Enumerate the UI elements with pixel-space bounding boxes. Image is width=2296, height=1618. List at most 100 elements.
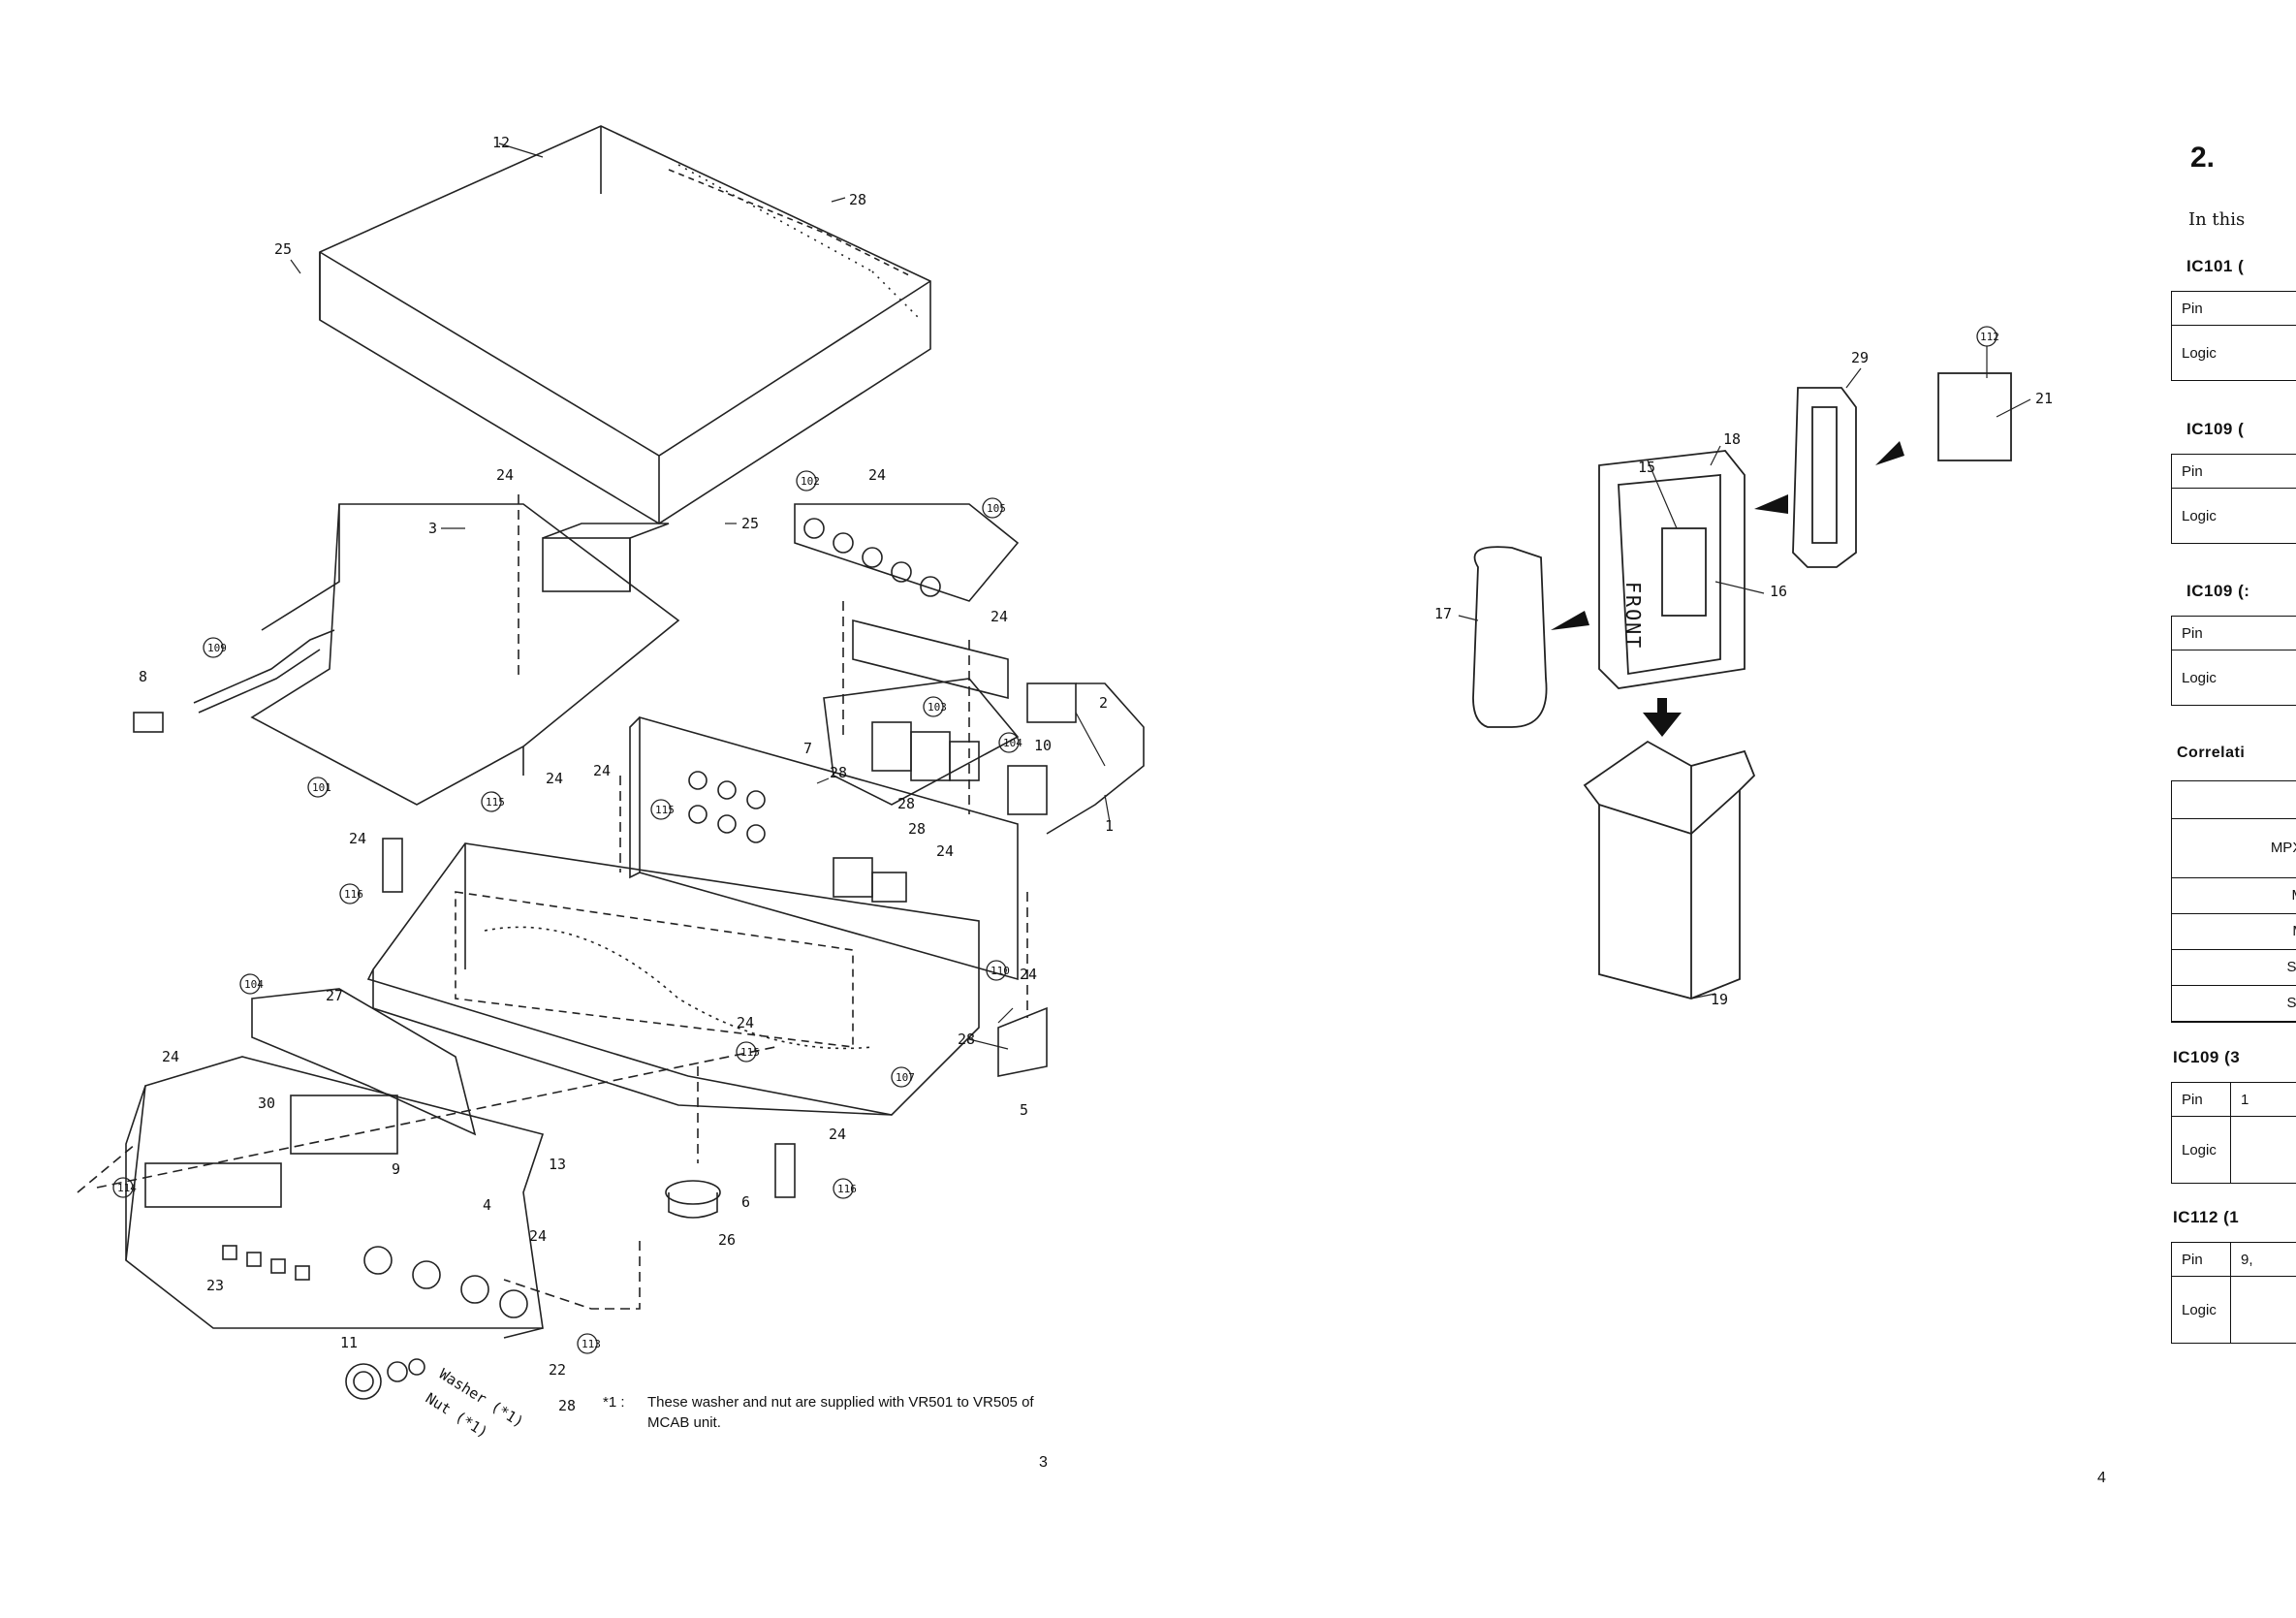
pin-label: Pin <box>2171 291 2296 326</box>
label-13: 13 <box>549 1156 566 1173</box>
label-24: 24 <box>936 842 954 860</box>
label-115: 115 <box>486 796 505 809</box>
ic109-heading-2: IC109 (: <box>2186 582 2250 600</box>
label-28: 28 <box>897 795 915 812</box>
logic-label: Logic <box>2171 488 2296 544</box>
page-number-right: 4 <box>2097 1470 2106 1486</box>
label-24: 24 <box>829 1126 846 1143</box>
logic-label: Logic <box>2171 325 2296 381</box>
label-109: 109 <box>207 642 227 654</box>
label-28: 28 <box>830 764 847 781</box>
label-8: 8 <box>139 668 147 685</box>
ic109-heading-3: IC109 (3 <box>2173 1048 2241 1066</box>
correlation-heading: Correlati <box>2177 745 2246 761</box>
label-24: 24 <box>349 830 366 847</box>
ic109-table: Pin Logic <box>2171 454 2296 544</box>
label-114: 114 <box>117 1182 137 1194</box>
label-101: 101 <box>312 781 331 794</box>
front-marking: FRONT <box>1621 582 1645 650</box>
label-27: 27 <box>326 987 343 1004</box>
label-24: 24 <box>1020 966 1037 983</box>
label-6: 6 <box>741 1193 750 1211</box>
pin-label: Pin <box>2171 454 2296 489</box>
section-number: 2. <box>2190 142 2216 174</box>
label-5: 5 <box>1020 1101 1028 1119</box>
label-104: 104 <box>1003 737 1022 749</box>
footnote-marker: *1 : <box>603 1394 625 1411</box>
corr-row: MF <box>2172 914 2296 950</box>
label-3: 3 <box>428 520 437 537</box>
label-24: 24 <box>593 762 611 779</box>
correlation-table: MPX/s MP MF Ster Ster <box>2171 780 2296 1023</box>
label-104: 104 <box>244 978 264 991</box>
label-15: 15 <box>1638 459 1655 476</box>
label-28: 28 <box>849 191 866 208</box>
pin-label: Pin <box>2171 1242 2231 1277</box>
label-24: 24 <box>991 608 1008 625</box>
label-24: 24 <box>529 1227 547 1245</box>
label-9: 9 <box>392 1160 400 1178</box>
ic101-table: Pin Logic <box>2171 291 2296 381</box>
label-17: 17 <box>1434 605 1452 622</box>
corr-row: Ster <box>2172 986 2296 1022</box>
label-115: 115 <box>655 804 675 816</box>
label-11: 11 <box>340 1334 358 1351</box>
label-28: 28 <box>958 1031 975 1048</box>
ic112-heading: IC112 (1 <box>2173 1208 2240 1226</box>
label-112: 112 <box>1980 331 1999 343</box>
label-30: 30 <box>258 1095 275 1112</box>
ic109-table-2: Pin Logic <box>2171 616 2296 706</box>
label-1: 1 <box>1105 817 1114 835</box>
ic101-heading: IC101 ( <box>2186 257 2245 275</box>
pin-label: Pin <box>2171 1082 2231 1117</box>
label-116: 116 <box>837 1183 857 1195</box>
label-19: 19 <box>1711 991 1728 1008</box>
label-26: 26 <box>718 1231 736 1249</box>
label-28: 28 <box>908 820 926 838</box>
label-24: 24 <box>868 466 886 484</box>
label-23: 23 <box>206 1277 224 1294</box>
page-number-left: 3 <box>1039 1454 1048 1471</box>
label-22: 22 <box>549 1361 566 1379</box>
label-24: 24 <box>546 770 563 787</box>
corr-row: MP <box>2172 878 2296 914</box>
label-113: 113 <box>582 1338 601 1350</box>
label-110: 110 <box>991 965 1010 977</box>
label-116: 116 <box>344 888 363 901</box>
logic-label: Logic <box>2171 650 2296 706</box>
label-7: 7 <box>803 740 812 757</box>
ic109-heading: IC109 ( <box>2186 420 2245 438</box>
label-107: 107 <box>896 1071 915 1084</box>
label-25: 25 <box>274 240 292 258</box>
label-2: 2 <box>1099 694 1108 712</box>
label-24: 24 <box>162 1048 179 1065</box>
right-page-clip: IC101 ( Pin Logic IC109 ( Pin Logic IC10… <box>2132 0 2296 1618</box>
logic-label: Logic <box>2171 1276 2231 1344</box>
label-21: 21 <box>2035 390 2053 407</box>
corr-row <box>2172 781 2296 819</box>
label-29: 29 <box>1851 349 1869 366</box>
pin-value: 9, <box>2230 1242 2296 1277</box>
label-102: 102 <box>801 475 820 488</box>
label-24: 24 <box>496 466 514 484</box>
label-103: 103 <box>928 701 947 714</box>
label-16: 16 <box>1770 583 1787 600</box>
pin-value: 1 <box>2230 1082 2296 1117</box>
logic-label: Logic <box>2171 1116 2231 1184</box>
label-12: 12 <box>492 134 510 151</box>
corr-row: MPX/s <box>2172 819 2296 878</box>
label-18: 18 <box>1723 430 1741 448</box>
label-115: 115 <box>740 1046 760 1059</box>
label-24: 24 <box>737 1014 754 1031</box>
label-28: 28 <box>558 1397 576 1414</box>
label-25: 25 <box>741 515 759 532</box>
label-4: 4 <box>483 1196 491 1214</box>
footnote-text: These washer and nut are supplied with V… <box>647 1394 1034 1431</box>
label-10: 10 <box>1034 737 1052 754</box>
pin-label: Pin <box>2171 616 2296 650</box>
corr-row: Ster <box>2172 950 2296 986</box>
label-105: 105 <box>987 502 1006 515</box>
